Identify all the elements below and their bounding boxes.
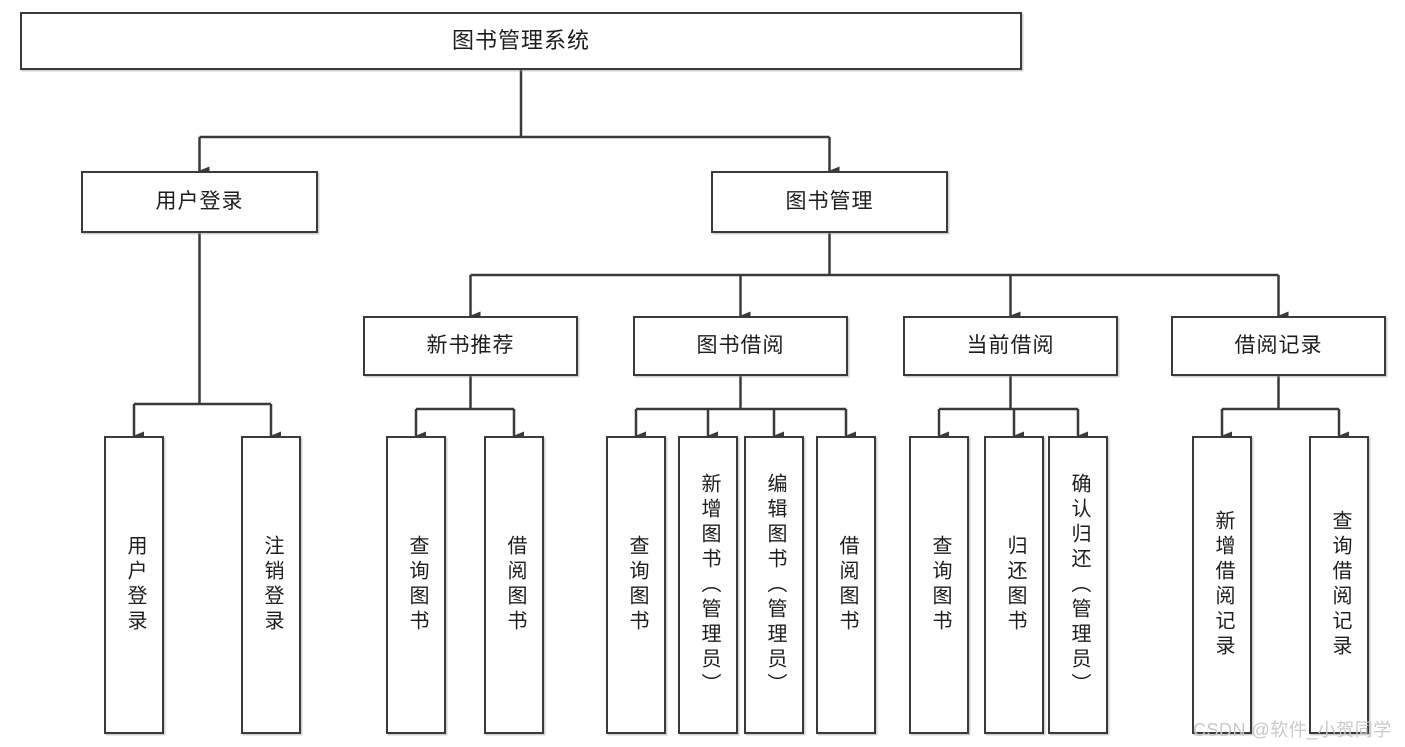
node-label: 查询图书 [626, 535, 648, 635]
node-label: 新增借阅记录 [1212, 510, 1234, 660]
node-leaf-new-1[interactable]: 查询图书 [386, 436, 446, 734]
node-leaf-cur-3[interactable]: 确认归还（管理员） [1048, 436, 1108, 734]
node-label: 当前借阅 [966, 333, 1055, 357]
node-bookmgmt[interactable]: 图书管理 [711, 171, 948, 233]
node-label: 用户登录 [155, 189, 244, 213]
node-records[interactable]: 借阅记录 [1171, 316, 1386, 376]
node-leaf-borrow-2[interactable]: 新增图书（管理员） [678, 436, 738, 734]
node-leaf-rec-2[interactable]: 查询借阅记录 [1309, 436, 1369, 734]
node-label: 查询图书 [929, 535, 951, 635]
node-label: 借阅记录 [1234, 333, 1323, 357]
node-root[interactable]: 图书管理系统 [20, 12, 1022, 70]
node-leaf-cur-2[interactable]: 归还图书 [984, 436, 1044, 734]
node-label: 注销登录 [261, 535, 283, 635]
node-label: 新增图书（管理员） [698, 472, 720, 698]
node-label: 借阅图书 [504, 535, 526, 635]
node-label: 查询图书 [406, 535, 428, 635]
node-label: 编辑图书（管理员） [764, 472, 786, 698]
node-label: 查询借阅记录 [1329, 510, 1351, 660]
node-label: 图书管理 [785, 189, 874, 213]
node-label: 确认归还（管理员） [1068, 472, 1090, 698]
node-label: 用户登录 [124, 535, 146, 635]
node-leaf-login-2[interactable]: 注销登录 [241, 436, 301, 734]
node-leaf-borrow-4[interactable]: 借阅图书 [816, 436, 876, 734]
node-label: 新书推荐 [426, 333, 515, 357]
node-leaf-cur-1[interactable]: 查询图书 [909, 436, 969, 734]
node-leaf-login-1[interactable]: 用户登录 [104, 436, 164, 734]
node-leaf-rec-1[interactable]: 新增借阅记录 [1192, 436, 1252, 734]
node-label: 图书借阅 [696, 333, 785, 357]
node-login[interactable]: 用户登录 [81, 171, 318, 233]
node-leaf-new-2[interactable]: 借阅图书 [484, 436, 544, 734]
node-borrow[interactable]: 图书借阅 [633, 316, 848, 376]
node-current[interactable]: 当前借阅 [903, 316, 1118, 376]
node-label: 归还图书 [1004, 535, 1026, 635]
node-label: 图书管理系统 [451, 28, 590, 54]
node-leaf-borrow-1[interactable]: 查询图书 [606, 436, 666, 734]
edge-group [132, 70, 1349, 441]
node-label: 借阅图书 [836, 535, 858, 635]
node-newbook[interactable]: 新书推荐 [363, 316, 578, 376]
node-leaf-borrow-3[interactable]: 编辑图书（管理员） [744, 436, 804, 734]
